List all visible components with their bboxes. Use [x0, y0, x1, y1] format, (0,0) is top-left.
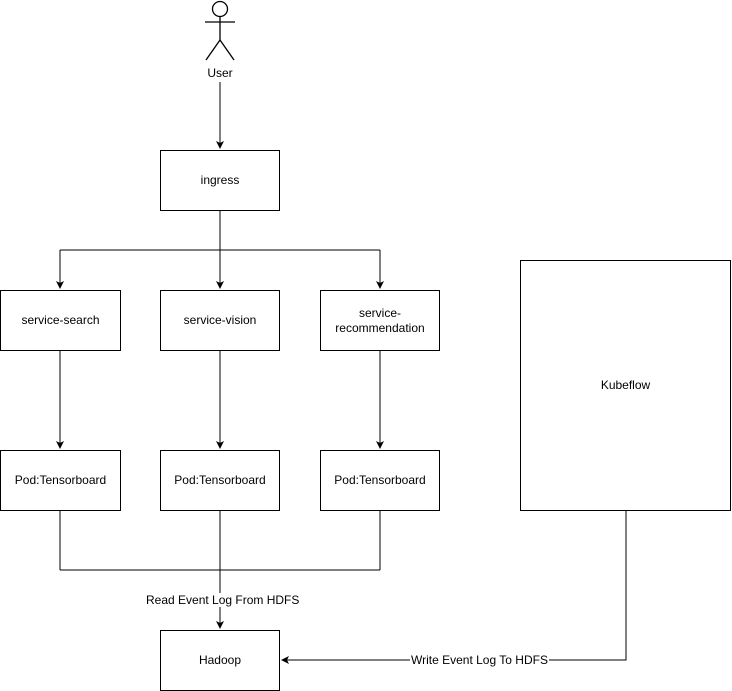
ingress-node[interactable]: ingress [160, 150, 280, 211]
edge-kubeflow-hadoop [281, 511, 627, 664]
pod-tensorboard-recommendation-label: Pod:Tensorboard [334, 473, 426, 487]
service-vision-label: service-vision [183, 313, 257, 327]
service-recommendation-node[interactable]: service- recommendation [320, 290, 440, 351]
pod-tensorboard-search-label: Pod:Tensorboard [14, 473, 107, 487]
kubeflow-node[interactable]: Kubeflow [520, 260, 731, 511]
user-label: User [207, 66, 233, 80]
user-actor-icon [205, 0, 235, 61]
hadoop-label: Hadoop [198, 653, 242, 667]
read-event-log-label: Read Event Log From HDFS [145, 593, 301, 607]
pod-tensorboard-search-node[interactable]: Pod:Tensorboard [0, 450, 121, 511]
pod-tensorboard-vision-node[interactable]: Pod:Tensorboard [160, 450, 280, 511]
service-search-node[interactable]: service-search [0, 290, 121, 351]
pod-tensorboard-vision-label: Pod:Tensorboard [174, 473, 266, 487]
service-search-label: service-search [21, 313, 100, 327]
kubeflow-label: Kubeflow [600, 378, 651, 392]
pod-tensorboard-recommendation-node[interactable]: Pod:Tensorboard [320, 450, 440, 511]
ingress-label: ingress [200, 173, 240, 187]
write-event-log-label: Write Event Log To HDFS [410, 653, 549, 667]
service-vision-node[interactable]: service-vision [160, 290, 280, 351]
service-recommendation-label: service- recommendation [335, 305, 425, 335]
hadoop-node[interactable]: Hadoop [160, 630, 280, 691]
